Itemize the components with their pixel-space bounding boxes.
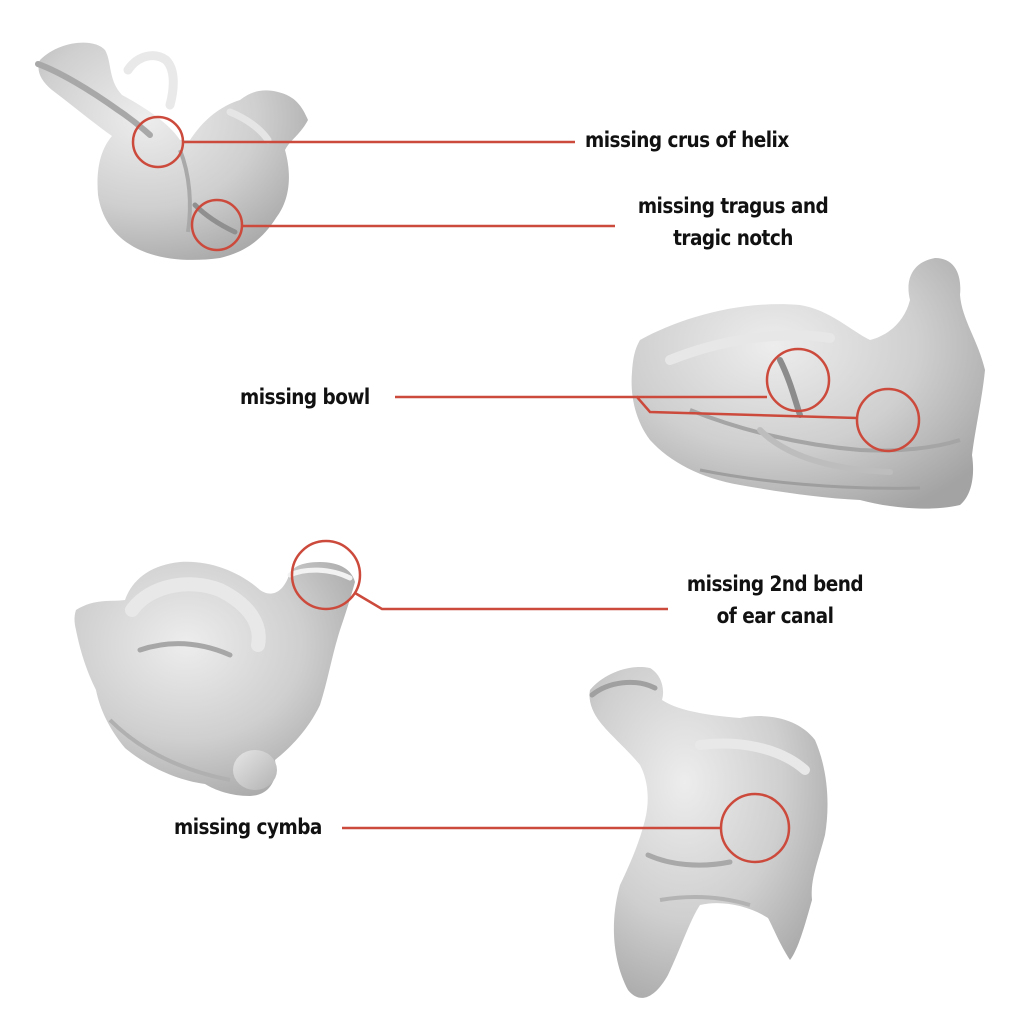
label-missing-tragus: missing tragus and tragic notch	[632, 190, 834, 254]
ear-impression-model-2	[631, 258, 985, 509]
leader-line-bend	[354, 591, 668, 611]
label-line: missing bowl	[240, 385, 370, 409]
label-line: missing cymba	[174, 815, 322, 839]
label-line: missing 2nd bend	[686, 572, 864, 596]
label-missing-cymba: missing cymba	[174, 811, 322, 843]
label-line: missing crus of helix	[585, 128, 789, 152]
callout-circle-bowl-2	[855, 387, 921, 453]
callout-circle-bowl-1	[765, 347, 831, 413]
ear-impression-model-1	[35, 42, 308, 260]
label-missing-crus-of-helix: missing crus of helix	[585, 124, 789, 156]
label-line: tragic notch	[673, 226, 793, 250]
label-line: of ear canal	[716, 604, 834, 628]
ear-impression-model-4	[589, 666, 828, 998]
label-line: missing tragus and	[637, 194, 829, 218]
label-missing-2nd-bend: missing 2nd bend of ear canal	[674, 568, 876, 632]
leader-line-bowl-lower	[395, 395, 858, 420]
ear-impression-model-3	[74, 561, 355, 796]
callout-circle-bend	[290, 539, 362, 611]
label-missing-bowl: missing bowl	[240, 381, 370, 413]
